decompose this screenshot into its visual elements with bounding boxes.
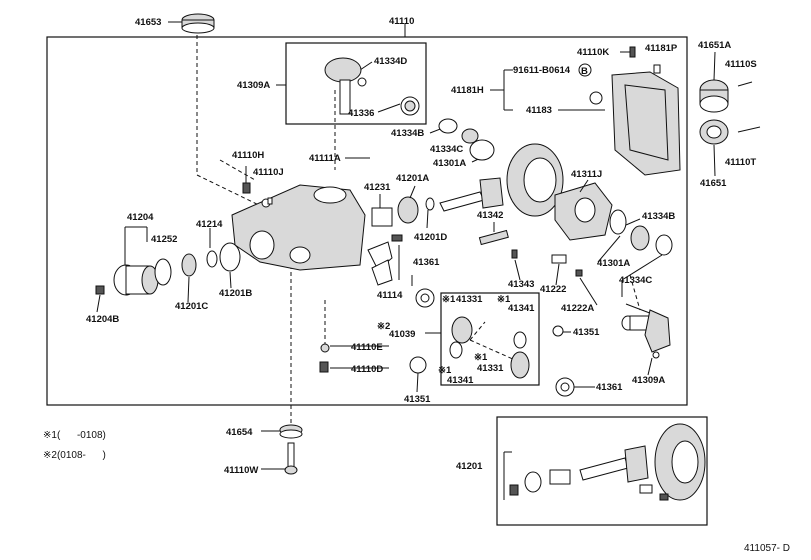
callout-41110H: 41110H — [232, 150, 264, 161]
callout-41343: 41343 — [508, 279, 534, 290]
callout-41110T: 41110T — [725, 157, 756, 168]
callout-41651A: 41651A — [698, 40, 731, 51]
callout-41110W: 41110W — [224, 465, 258, 476]
pinion-gear-box — [440, 292, 540, 386]
b-circle-label: B — [581, 66, 588, 77]
callout-41114: 41114 — [377, 290, 403, 301]
callout-41361-bottom: 41361 — [596, 382, 623, 393]
callout-41654: 41654 — [226, 427, 253, 438]
callout-41111A: 41111A — [309, 153, 341, 164]
callout-41334C-top: 41334C — [430, 144, 463, 155]
flange-subassembly-box — [285, 42, 427, 125]
ref-mark-1-b: ※1 — [497, 294, 511, 305]
callout-41201B: 41201B — [219, 288, 252, 299]
callout-41110: 41110 — [389, 16, 414, 27]
part-misc-small — [267, 197, 583, 397]
callout-41309A-top: 41309A — [237, 80, 270, 91]
callout-41342: 41342 — [477, 210, 503, 221]
callout-41334D: 41334D — [374, 56, 407, 67]
callout-41039: 41039 — [389, 329, 415, 340]
callout-41181H: 41181H — [451, 85, 484, 96]
part-cap-41653 — [181, 13, 215, 34]
callout-41222A: 41222A — [561, 303, 594, 314]
callout-41351-right: 41351 — [573, 327, 600, 338]
b-circle-icon — [578, 63, 592, 77]
callout-91611-B0614: 91611-B0614 — [513, 65, 571, 76]
part-companion-flange-41309A — [324, 57, 420, 116]
part-plug-41654 — [279, 424, 303, 475]
callout-41361-top: 41361 — [413, 257, 440, 268]
callout-41301A-right: 41301A — [597, 258, 630, 269]
callout-41110E: 41110E — [351, 342, 383, 353]
callout-41336: 41336 — [348, 108, 374, 119]
callout-41331-b: 41331 — [477, 363, 504, 374]
label-leaders — [96, 51, 716, 470]
part-side-bearing-cap — [699, 79, 761, 145]
callout-41214: 41214 — [196, 219, 223, 230]
callout-41651: 41651 — [700, 178, 727, 189]
ref-mark-2: ※2 — [377, 321, 390, 332]
callout-41110S: 41110S — [725, 59, 757, 70]
callout-41231: 41231 — [364, 182, 391, 193]
callout-41204: 41204 — [127, 212, 154, 223]
ref-mark-1-c: ※1 — [474, 352, 488, 363]
callout-41311J: 41311J — [571, 169, 602, 180]
callout-41201C: 41201C — [175, 301, 208, 312]
part-side-flange-41309A — [621, 309, 671, 359]
part-ring-gear-set-41201 — [509, 423, 706, 501]
callout-41341-b: 41341 — [447, 375, 474, 386]
figure-code: 411057- D — [744, 543, 790, 554]
part-diff-case-41311J — [554, 182, 673, 256]
leader-lines — [124, 21, 663, 500]
part-drive-pinion — [371, 118, 504, 227]
callout-41351-bottom: 41351 — [404, 394, 431, 405]
callout-41201D: 41201D — [414, 232, 447, 243]
callout-41181P: 41181P — [645, 43, 678, 54]
callout-41334C-right: 41334C — [619, 275, 652, 286]
callout-41331-a: 41331 — [456, 294, 483, 305]
main-assembly-box — [46, 36, 688, 406]
callout-41204B: 41204B — [86, 314, 119, 325]
callout-41222: 41222 — [540, 284, 566, 295]
part-carrier-cover-41183 — [589, 46, 681, 176]
callout-41252: 41252 — [151, 234, 177, 245]
callout-41334B-top: 41334B — [391, 128, 424, 139]
callout-41201A: 41201A — [396, 173, 429, 184]
callout-41110D: 41110D — [351, 364, 383, 375]
note-1: ※1( -0108) — [43, 430, 106, 441]
part-pinion-flange-41204 — [95, 242, 241, 296]
part-pinion-gears — [449, 316, 530, 379]
callout-41334B-right: 41334B — [642, 211, 675, 222]
callout-41309A-right: 41309A — [632, 375, 665, 386]
callout-41110J: 41110J — [253, 167, 284, 178]
note-2: ※2(0108- ) — [43, 450, 106, 461]
callout-41110K: 41110K — [577, 47, 609, 58]
callout-41341-a: 41341 — [508, 303, 535, 314]
ref-mark-1-a: ※1 — [442, 294, 456, 305]
part-differential-carrier — [231, 182, 366, 271]
callout-41201-bottom: 41201 — [456, 461, 483, 472]
callout-41653: 41653 — [135, 17, 161, 28]
ref-mark-1-d: ※1 — [438, 365, 452, 376]
part-ring-gear — [506, 143, 564, 217]
callout-41183: 41183 — [526, 105, 552, 116]
ring-gear-set-box — [496, 416, 708, 526]
callout-41301A-top: 41301A — [433, 158, 466, 169]
dashed-guides — [196, 28, 641, 425]
